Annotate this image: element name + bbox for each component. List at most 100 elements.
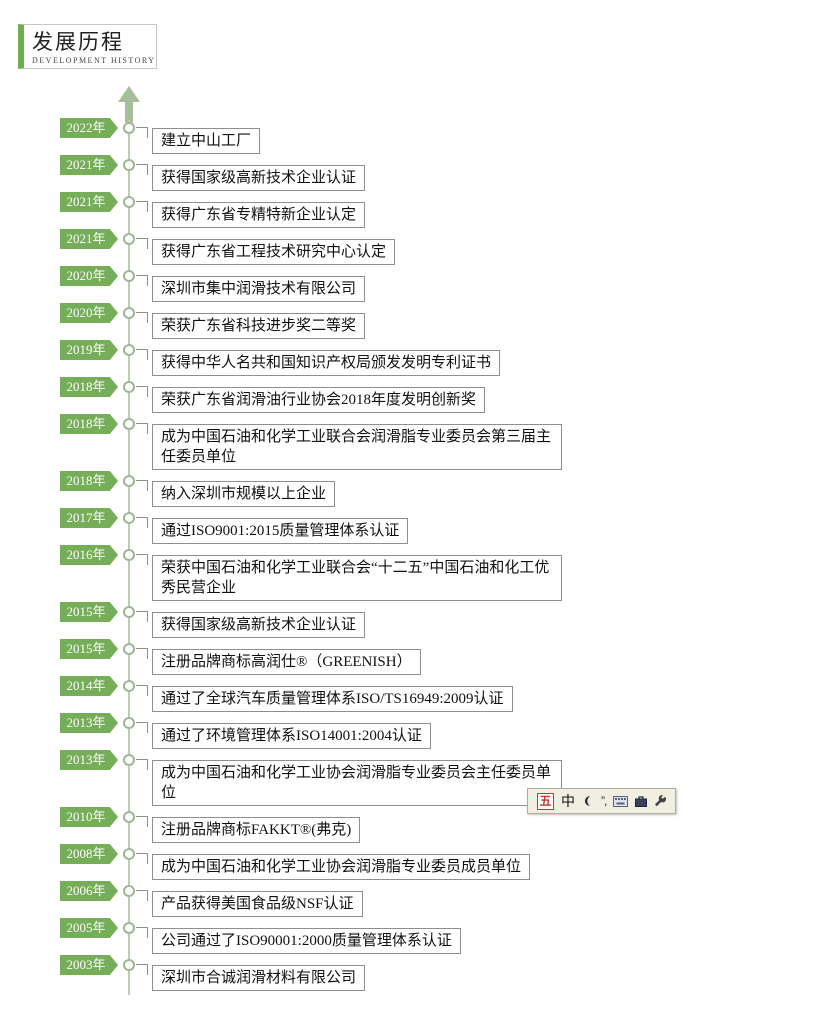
year-label: 2013年 — [66, 715, 106, 730]
milestone-box: 公司通过了ISO90001:2000质量管理体系认证 — [152, 928, 461, 954]
year-label: 2022年 — [66, 120, 106, 135]
year-badge: 2013年 — [60, 713, 118, 733]
timeline-row: 2020年 荣获广东省科技进步奖二等奖 — [0, 303, 833, 339]
milestone-text: 深圳市集中润滑技术有限公司 — [161, 281, 357, 297]
timeline-row: 2021年 获得广东省专精特新企业认定 — [0, 192, 833, 228]
timeline-row: 2015年 获得国家级高新技术企业认证 — [0, 602, 833, 638]
milestone-text: 产品获得美国食品级NSF认证 — [161, 896, 354, 912]
milestone-box: 获得广东省工程技术研究中心认定 — [152, 239, 396, 265]
timeline-row: 2018年 成为中国石油和化学工业联合会润滑脂专业委员会第三届主任委员单位 — [0, 414, 833, 470]
year-badge: 2020年 — [60, 303, 118, 323]
connector-line — [136, 611, 148, 622]
connector-line — [136, 312, 148, 323]
connector-line — [136, 127, 148, 138]
year-label: 2003年 — [66, 957, 106, 972]
year-label: 2021年 — [66, 194, 106, 209]
timeline-node-icon — [123, 344, 135, 356]
year-badge: 2015年 — [60, 602, 118, 622]
year-label: 2013年 — [66, 752, 106, 767]
timeline-node-icon — [123, 606, 135, 618]
milestone-box: 荣获广东省润滑油行业协会2018年度发明创新奖 — [152, 387, 486, 413]
timeline-row: 2005年 公司通过了ISO90001:2000质量管理体系认证 — [0, 918, 833, 954]
timeline-node-icon — [123, 811, 135, 823]
section-header: 发展历程 DEVELOPMENT HISTORY — [18, 24, 157, 69]
timeline-row: 2021年 获得广东省工程技术研究中心认定 — [0, 229, 833, 265]
milestone-text: 获得国家级高新技术企业认证 — [161, 617, 357, 633]
ime-toolbox-icon[interactable] — [635, 795, 648, 807]
ime-input-method-icon[interactable]: 五 — [537, 792, 554, 810]
timeline-row: 2013年 通过了环境管理体系ISO14001:2004认证 — [0, 713, 833, 749]
milestone-text: 成为中国石油和化学工业协会润滑脂专业委员会主任委员单位 — [161, 765, 552, 801]
year-label: 2021年 — [66, 157, 106, 172]
year-badge: 2014年 — [60, 676, 118, 696]
milestone-box: 注册品牌商标高润仕®（GREENISH） — [152, 649, 421, 675]
milestone-text: 纳入深圳市规模以上企业 — [161, 486, 327, 502]
year-label: 2015年 — [66, 641, 106, 656]
milestone-box: 纳入深圳市规模以上企业 — [152, 481, 336, 507]
milestone-text: 通过ISO9001:2015质量管理体系认证 — [161, 523, 400, 539]
connector-line — [136, 648, 148, 659]
timeline-node-icon — [123, 922, 135, 934]
ime-toolbar: 五 中 ”, — [527, 788, 677, 814]
ime-fullwidth-moon-icon[interactable] — [582, 795, 594, 807]
timeline-row: 2016年 荣获中国石油和化学工业联合会“十二五”中国石油和化工优秀民营企业 — [0, 545, 833, 601]
timeline-node-icon — [123, 475, 135, 487]
milestone-text: 通过了全球汽车质量管理体系ISO/TS16949:2009认证 — [161, 691, 504, 707]
timeline-row: 2019年 获得中华人名共和国知识产权局颁发发明专利证书 — [0, 340, 833, 376]
milestone-text: 公司通过了ISO90001:2000质量管理体系认证 — [161, 933, 452, 949]
year-label: 2021年 — [66, 231, 106, 246]
timeline-row: 2018年 纳入深圳市规模以上企业 — [0, 471, 833, 507]
milestone-text: 成为中国石油和化学工业协会润滑脂专业委员成员单位 — [161, 859, 522, 875]
milestone-box: 成为中国石油和化学工业联合会润滑脂专业委员会第三届主任委员单位 — [152, 424, 562, 470]
milestone-text: 获得广东省工程技术研究中心认定 — [161, 244, 387, 260]
year-badge: 2005年 — [60, 918, 118, 938]
milestone-text: 获得广东省专精特新企业认定 — [161, 207, 357, 223]
timeline-node-icon — [123, 717, 135, 729]
page-subtitle: DEVELOPMENT HISTORY — [32, 56, 156, 65]
year-badge: 2010年 — [60, 807, 118, 827]
timeline-node-icon — [123, 122, 135, 134]
ime-settings-wrench-icon[interactable] — [654, 795, 667, 807]
connector-line — [136, 164, 148, 175]
connector-line — [136, 927, 148, 938]
connector-line — [136, 722, 148, 733]
year-badge: 2016年 — [60, 545, 118, 565]
milestone-box: 获得中华人名共和国知识产权局颁发发明专利证书 — [152, 350, 501, 376]
year-badge: 2020年 — [60, 266, 118, 286]
timeline-row: 2010年 注册品牌商标FAKKT®(弗克) — [0, 807, 833, 843]
milestone-text: 建立中山工厂 — [161, 133, 252, 149]
milestone-text: 荣获广东省科技进步奖二等奖 — [161, 318, 357, 334]
connector-line — [136, 238, 148, 249]
connector-line — [136, 685, 148, 696]
connector-line — [136, 480, 148, 491]
ime-soft-keyboard-icon[interactable] — [613, 795, 629, 807]
timeline-row: 2015年 注册品牌商标高润仕®（GREENISH） — [0, 639, 833, 675]
ime-chinese-mode-icon[interactable]: 中 — [561, 793, 575, 809]
year-badge: 2003年 — [60, 955, 118, 975]
milestone-text: 荣获广东省润滑油行业协会2018年度发明创新奖 — [161, 392, 477, 408]
milestone-box: 注册品牌商标FAKKT®(弗克) — [152, 817, 361, 843]
year-label: 2014年 — [66, 678, 106, 693]
milestone-box: 成为中国石油和化学工业协会润滑脂专业委员成员单位 — [152, 854, 531, 880]
timeline-row: 2021年 获得国家级高新技术企业认证 — [0, 155, 833, 191]
ime-punctuation-icon[interactable]: ”, — [601, 794, 607, 808]
connector-line — [136, 554, 148, 565]
milestone-box: 通过了环境管理体系ISO14001:2004认证 — [152, 723, 431, 749]
milestone-text: 深圳市合诚润滑材料有限公司 — [161, 970, 357, 986]
year-label: 2020年 — [66, 305, 106, 320]
year-badge: 2017年 — [60, 508, 118, 528]
timeline-node-icon — [123, 159, 135, 171]
timeline-rows: 2022年 建立中山工厂 2021年 获得国家级高新技术企业认证 2021年 获… — [0, 118, 833, 992]
year-badge: 2015年 — [60, 639, 118, 659]
timeline-row: 2017年 通过ISO9001:2015质量管理体系认证 — [0, 508, 833, 544]
timeline-node-icon — [123, 643, 135, 655]
timeline-node-icon — [123, 680, 135, 692]
milestone-box: 成为中国石油和化学工业协会润滑脂专业委员会主任委员单位 — [152, 760, 562, 806]
year-label: 2006年 — [66, 883, 106, 898]
connector-line — [136, 816, 148, 827]
year-label: 2019年 — [66, 342, 106, 357]
milestone-text: 获得中华人名共和国知识产权局颁发发明专利证书 — [161, 355, 492, 371]
connector-line — [136, 349, 148, 360]
timeline-row: 2008年 成为中国石油和化学工业协会润滑脂专业委员成员单位 — [0, 844, 833, 880]
timeline-node-icon — [123, 270, 135, 282]
